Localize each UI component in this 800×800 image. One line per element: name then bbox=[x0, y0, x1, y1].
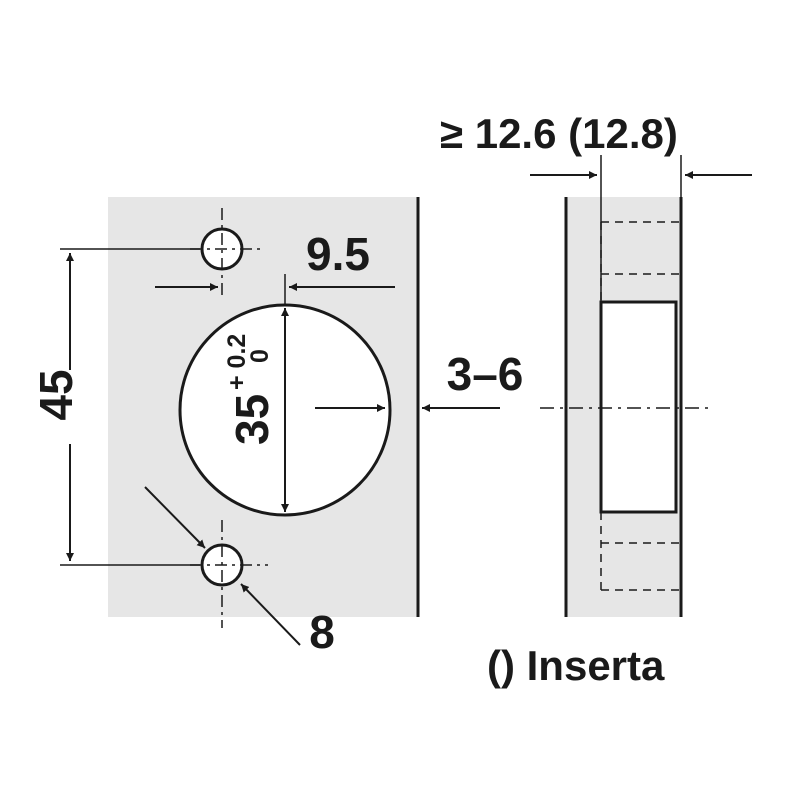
dim-35-label-group: 35 + 0.2 0 bbox=[223, 334, 278, 445]
dim-8-arrow-lower bbox=[240, 583, 301, 646]
dim-35-tol-upper: + 0.2 bbox=[223, 334, 251, 390]
dim-35-tol-lower: 0 bbox=[246, 349, 274, 363]
front-view: 45 9.5 35 + 0.2 0 3–6 8 bbox=[30, 197, 523, 658]
cup-section bbox=[599, 300, 678, 514]
side-view: ≥ 12.6 (12.8) () Inserta bbox=[440, 110, 752, 689]
dim-35-label: 35 bbox=[226, 394, 278, 445]
dim-3-6-label: 3–6 bbox=[447, 348, 524, 400]
dim-45-label-bg bbox=[50, 370, 90, 444]
dim-8-label: 8 bbox=[309, 606, 335, 658]
dim-8-arrow-upper bbox=[144, 486, 206, 549]
dim-45-label: 45 bbox=[30, 369, 82, 420]
inserta-note: () Inserta bbox=[487, 642, 665, 689]
dim-thickness-label: ≥ 12.6 (12.8) bbox=[440, 110, 678, 157]
dim-9.5-label: 9.5 bbox=[306, 228, 370, 280]
